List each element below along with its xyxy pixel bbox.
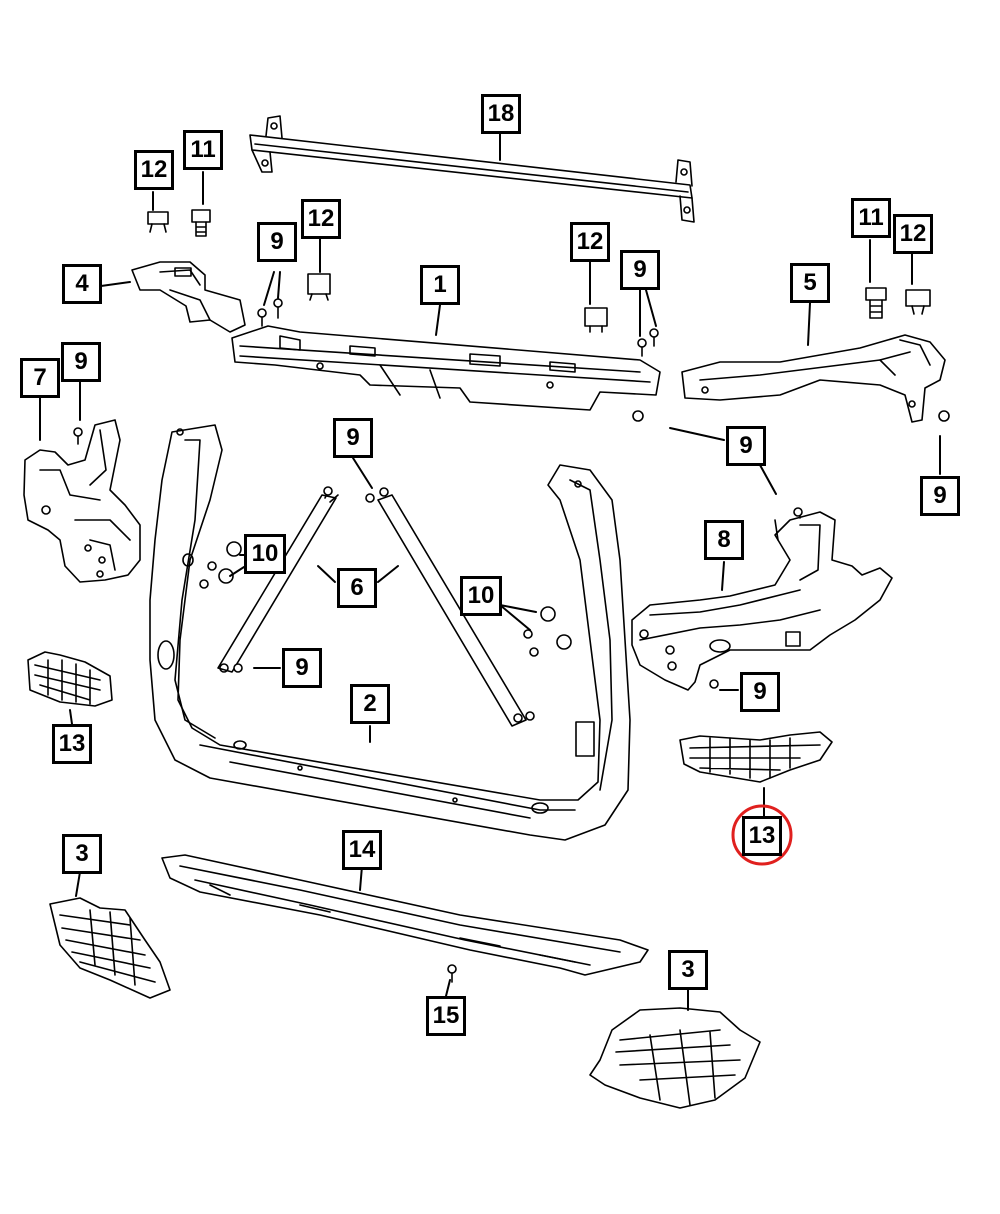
- deflector-bracket-part: [679, 731, 833, 783]
- callout-label: 9: [753, 678, 767, 705]
- callout-label: 12: [576, 228, 604, 255]
- callout-label: 12: [140, 156, 168, 183]
- callout-label: 11: [190, 136, 216, 163]
- callout-label: 1: [433, 271, 447, 298]
- callout-label: 10: [467, 582, 495, 609]
- callout-12[interactable]: 12: [301, 199, 341, 239]
- callout-3[interactable]: 3: [62, 834, 102, 874]
- callout-13[interactable]: 13: [52, 724, 92, 764]
- callout-label: 12: [899, 220, 927, 247]
- callout-label: 9: [346, 424, 360, 451]
- radiator-support-frame-part: [149, 424, 631, 841]
- callout-label: 5: [803, 269, 817, 296]
- upper-crossmember-part: [231, 325, 661, 411]
- callout-label: 7: [33, 364, 47, 391]
- callout-14[interactable]: 14: [342, 830, 382, 870]
- callout-9[interactable]: 9: [740, 672, 780, 712]
- callout-label: 9: [270, 228, 284, 255]
- screw-part: [637, 328, 659, 357]
- callout-9[interactable]: 9: [333, 418, 373, 458]
- callout-6[interactable]: 6: [337, 568, 377, 608]
- lower-crossmember-part: [161, 854, 649, 976]
- callout-13-highlighted[interactable]: 13: [742, 816, 782, 856]
- left-upper-bracket-part: [131, 261, 246, 333]
- air-deflector-part: [49, 897, 171, 999]
- screw-part: [447, 964, 457, 983]
- screw-part: [632, 410, 950, 422]
- clip-nut-part: [905, 289, 931, 315]
- clip-nut-part: [584, 307, 608, 333]
- callout-1[interactable]: 1: [420, 265, 460, 305]
- callout-2[interactable]: 2: [350, 684, 390, 724]
- callout-label: 15: [432, 1002, 460, 1029]
- callout-10[interactable]: 10: [460, 576, 502, 616]
- callout-12[interactable]: 12: [893, 214, 933, 254]
- screw-part: [709, 507, 803, 689]
- highlight-circle: [731, 804, 793, 866]
- clip-nut-part: [147, 211, 169, 233]
- callout-9[interactable]: 9: [726, 426, 766, 466]
- callout-18[interactable]: 18: [481, 94, 521, 134]
- right-upper-bracket-part: [681, 334, 946, 423]
- bolt-part: [191, 209, 211, 237]
- callout-12[interactable]: 12: [134, 150, 174, 190]
- callout-4[interactable]: 4: [62, 264, 102, 304]
- callout-label: 2: [363, 690, 377, 717]
- upper-support-bar-part: [249, 115, 695, 223]
- callout-label: 9: [633, 256, 647, 283]
- callout-label: 4: [75, 270, 89, 297]
- leader-lines: [39, 132, 941, 1011]
- air-deflector-part: [589, 1007, 761, 1109]
- callout-label: 9: [295, 654, 309, 681]
- callout-9[interactable]: 9: [920, 476, 960, 516]
- callout-5[interactable]: 5: [790, 263, 830, 303]
- callout-label: 3: [681, 956, 695, 983]
- push-pin-part: [199, 541, 572, 657]
- callout-label: 11: [858, 204, 884, 231]
- callout-11[interactable]: 11: [851, 198, 891, 238]
- callout-10[interactable]: 10: [244, 534, 286, 574]
- deflector-bracket-part: [27, 651, 113, 707]
- callout-3[interactable]: 3: [668, 950, 708, 990]
- callout-label: 14: [348, 836, 376, 863]
- right-side-bracket-part: [631, 509, 893, 691]
- callout-label: 9: [739, 432, 753, 459]
- bolt-part: [865, 287, 887, 319]
- callout-label: 13: [748, 822, 776, 849]
- callout-15[interactable]: 15: [426, 996, 466, 1036]
- clip-nut-part: [307, 273, 331, 301]
- callout-12[interactable]: 12: [570, 222, 610, 262]
- callout-label: 13: [58, 730, 86, 757]
- screw-part: [73, 427, 83, 445]
- callout-label: 9: [933, 482, 947, 509]
- callout-11[interactable]: 11: [183, 130, 223, 170]
- callout-label: 12: [307, 205, 335, 232]
- brace-rod-part: [217, 486, 535, 727]
- callout-8[interactable]: 8: [704, 520, 744, 560]
- screw-part: [257, 298, 283, 327]
- left-side-bracket-part: [23, 419, 141, 583]
- callout-9[interactable]: 9: [282, 648, 322, 688]
- callout-label: 3: [75, 840, 89, 867]
- callout-label: 18: [487, 100, 515, 127]
- callout-label: 10: [251, 540, 279, 567]
- callout-9[interactable]: 9: [620, 250, 660, 290]
- callout-label: 8: [717, 526, 731, 553]
- callout-9[interactable]: 9: [61, 342, 101, 382]
- callout-9[interactable]: 9: [257, 222, 297, 262]
- callout-label: 6: [350, 574, 364, 601]
- callout-7[interactable]: 7: [20, 358, 60, 398]
- callout-label: 9: [74, 348, 88, 375]
